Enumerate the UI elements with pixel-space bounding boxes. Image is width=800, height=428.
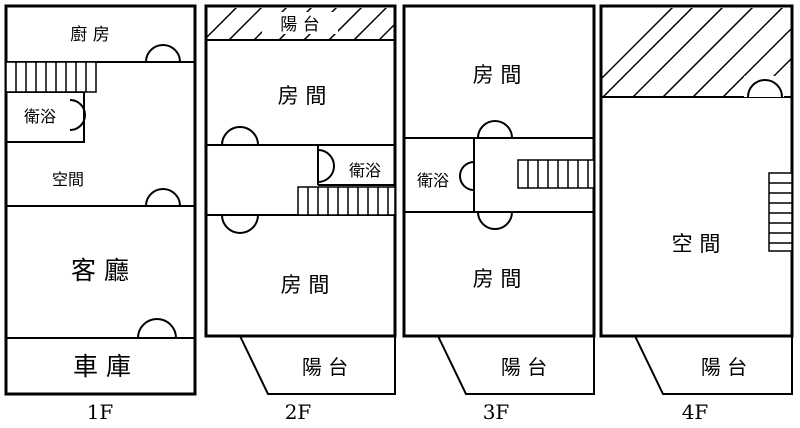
living-room-label: 客 廳 bbox=[71, 256, 129, 285]
floor-4f: 空 間 陽 台 4F bbox=[599, 4, 794, 424]
door-arc bbox=[69, 99, 86, 131]
floor-label-1f: 1F bbox=[87, 400, 114, 424]
bath-label: 衛浴 bbox=[24, 107, 56, 126]
floor-2f-stairs bbox=[297, 186, 396, 216]
floor-label-4f: 4F bbox=[682, 400, 709, 424]
door-arc bbox=[477, 120, 513, 139]
floor-3f-stairs bbox=[517, 159, 595, 189]
kitchen-label: 廚 房 bbox=[70, 24, 109, 45]
floor-4f-stairs bbox=[768, 172, 793, 252]
floor-2f-outline bbox=[204, 4, 397, 338]
garage-label: 車 庫 bbox=[73, 352, 131, 381]
door-arc bbox=[221, 126, 259, 146]
floor-2f-balcony-outline bbox=[239, 335, 396, 395]
room-bottom-label: 房 間 bbox=[473, 267, 522, 291]
balcony-label: 陽 台 bbox=[701, 355, 747, 379]
door-arc bbox=[145, 44, 181, 63]
floor-2f: 陽 台 房 間 衛浴 房 間 陽 台 2F bbox=[204, 4, 397, 424]
door-arc bbox=[137, 318, 177, 339]
door-arc bbox=[221, 214, 259, 234]
balcony-hatch bbox=[206, 8, 394, 40]
floor-label-3f: 3F bbox=[483, 400, 510, 424]
door-arc bbox=[477, 211, 513, 230]
floor-4f-outline bbox=[599, 4, 794, 338]
floor-1f-stairs bbox=[5, 61, 97, 93]
floor-4f-balcony-outline bbox=[634, 335, 793, 395]
balcony-label: 陽 台 bbox=[302, 355, 348, 379]
door-arc bbox=[317, 149, 335, 183]
room-bottom-label: 房 間 bbox=[281, 273, 330, 297]
room-top-label: 房 間 bbox=[473, 63, 522, 87]
door-arc bbox=[145, 188, 181, 207]
balcony-top-label: 陽 台 bbox=[280, 15, 319, 35]
bath-label: 衛浴 bbox=[417, 171, 449, 190]
floor-1f-outline bbox=[4, 4, 197, 396]
floor-3f: 房 間 衛浴 房 間 陽 台 3F bbox=[402, 4, 596, 424]
balcony-label: 陽 台 bbox=[501, 355, 547, 379]
floor-1f: 廚 房 衛浴 空間 客 廳 車 庫 1F bbox=[4, 4, 197, 424]
floor-3f-balcony-outline bbox=[437, 335, 595, 395]
door-arc bbox=[747, 79, 783, 98]
space-label: 空間 bbox=[52, 170, 84, 189]
door-arc bbox=[459, 161, 475, 191]
floor-label-2f: 2F bbox=[285, 400, 312, 424]
room-top-label: 房 間 bbox=[278, 84, 327, 108]
space-label: 空 間 bbox=[672, 232, 721, 256]
bath-label: 衛浴 bbox=[349, 161, 381, 180]
